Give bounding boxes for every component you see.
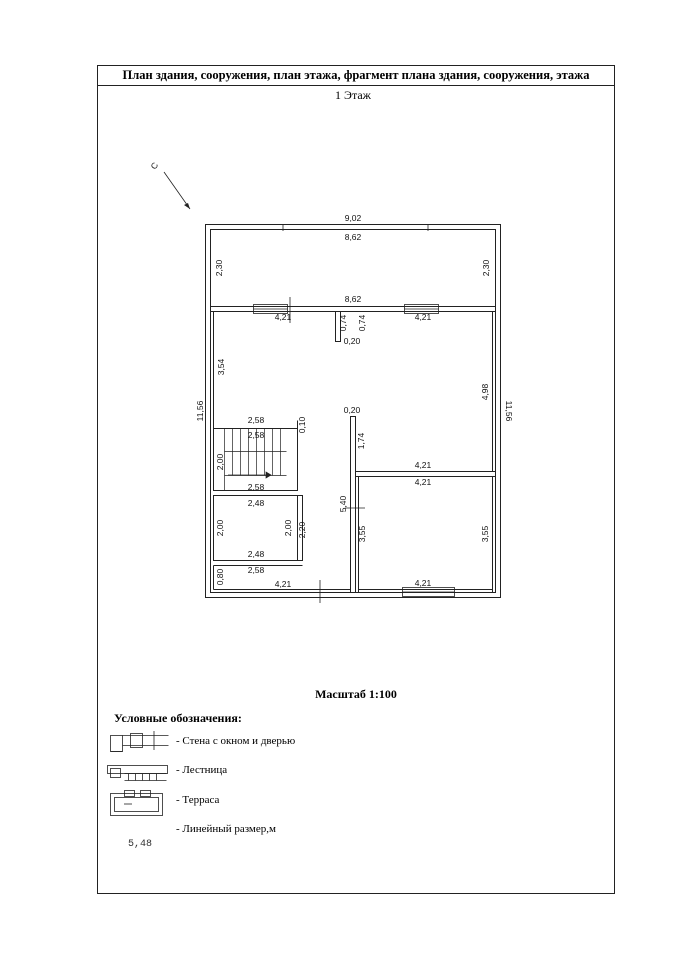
legend-item-dimension: - Линейный размер,м: [176, 823, 276, 835]
legend-heading: Условные обозначения:: [114, 711, 242, 725]
dim-terrace-bottom: 8,62: [345, 294, 362, 304]
floor-plan: [205, 224, 501, 598]
dim-stair-width-bottom: 2,58: [248, 482, 265, 492]
sheet-title: План здания, сооружения, план этажа, фра…: [123, 68, 591, 82]
dim-bedroom-left: 3,55: [357, 525, 367, 542]
legend-terrace-icon: [110, 790, 163, 816]
dim-partition-b: 0,74: [357, 314, 367, 331]
legend-sample-dimension: 5,48: [128, 839, 152, 850]
dim-terrace-left: 2,30: [214, 259, 224, 276]
dim-outer-right: 11,56: [504, 401, 514, 422]
dim-living-bottom-right: 4,21: [415, 312, 432, 322]
compass-label: С: [148, 160, 160, 171]
dim-stair-width-top: 2,58: [248, 415, 265, 425]
dim-stair-height: 2,00: [215, 453, 225, 470]
floor-label: 1 Этаж: [335, 88, 372, 102]
legend-item-terrace: - Терраса: [176, 794, 219, 806]
stair-room: [213, 428, 298, 491]
dim-living-bottom-left: 4,21: [275, 312, 292, 322]
dimension-labels: 9,02 8,62 8,62 2,30 2,30 11,56 11,56 4,2…: [195, 213, 514, 589]
dim-bedroom-bottom: 4,21: [415, 578, 432, 588]
dim-corridor-gap: 0,20: [344, 405, 361, 415]
dim-hall-width: 2,58: [248, 565, 265, 575]
dim-living-right-height: 4,98: [480, 383, 490, 400]
legend-staircase-icon: [107, 765, 168, 781]
windows: [253, 224, 455, 603]
partition-stub: [335, 311, 341, 342]
dim-room-height-left: 2,00: [215, 519, 225, 536]
dim-corridor-length: 5,40: [338, 495, 348, 512]
dim-room-width-bottom: 2,48: [248, 549, 265, 559]
dim-kitchen-top: 4,21: [415, 460, 432, 470]
dim-top-outer: 9,02: [345, 213, 362, 223]
legend-item-stairs: - Лестница: [176, 764, 227, 776]
dim-hall-height: 0,80: [215, 568, 225, 585]
dim-room-width-top: 2,48: [248, 498, 265, 508]
dim-bedroom-right: 3,55: [480, 525, 490, 542]
small-room-wall: [297, 495, 303, 561]
dim-bedroom-top: 4,21: [415, 477, 432, 487]
staircase-icon: [224, 428, 287, 491]
north-arrow-icon: [163, 171, 191, 210]
legend-wall-window-door-icon: [110, 731, 169, 752]
dim-partition-gap: 0,20: [344, 336, 361, 346]
dim-top-inner: 8,62: [345, 232, 362, 242]
dim-living-left-height: 3,54: [216, 358, 226, 375]
dim-corridor-height: 1,74: [356, 432, 366, 449]
legend-item-wall: - Стена с окном и дверью: [176, 735, 295, 747]
outer-wall: [205, 224, 501, 598]
dim-stair-width-inner: 2,58: [248, 430, 265, 440]
dim-partition-a: 0,74: [338, 314, 348, 331]
scale-label: Масштаб 1:100: [315, 687, 397, 701]
dim-stair-wall: 0,10: [297, 416, 307, 433]
dim-hall-bottom: 4,21: [275, 579, 292, 589]
corridor-wall: [350, 416, 356, 593]
dim-room-wall: 2,20: [297, 521, 307, 538]
dim-terrace-right: 2,30: [481, 259, 491, 276]
dim-room-height-right: 2,00: [283, 519, 293, 536]
sheet-frame: [97, 65, 615, 894]
dim-outer-left: 11,56: [195, 400, 205, 421]
